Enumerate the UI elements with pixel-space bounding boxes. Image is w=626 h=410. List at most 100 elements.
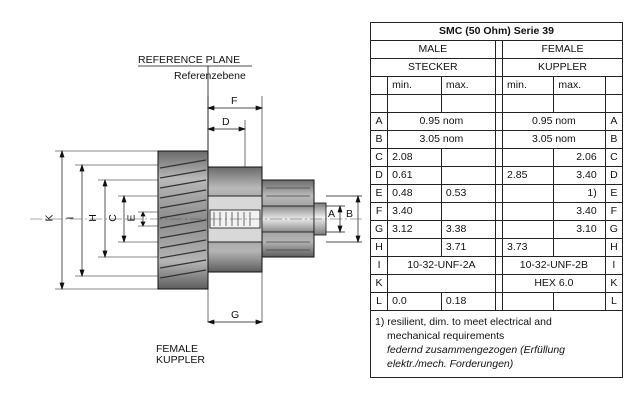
- row-key-right: A: [604, 112, 624, 131]
- male-min-value: 3.40: [387, 202, 442, 221]
- dim-f: [206, 105, 264, 111]
- table-minmax-row: min. max. min. max.: [369, 76, 624, 95]
- footnote-line3: federnd zusammengezogen (Erfüllung: [387, 344, 566, 356]
- row-key-right: K: [604, 274, 624, 293]
- dim-a: [326, 204, 345, 234]
- female-value: 0.95 nom: [502, 112, 606, 131]
- female-value: 3.05 nom: [502, 130, 606, 149]
- dim-label-a: A: [328, 208, 336, 220]
- female-header: FEMALE: [502, 40, 623, 59]
- female-min-value: 2.85: [502, 166, 555, 185]
- female-max-value: 1): [553, 184, 606, 203]
- row-key-left: L: [369, 292, 389, 311]
- table-title-row: SMC (50 Ohm) Serie 39: [370, 22, 623, 41]
- dim-label-h: H: [86, 214, 99, 222]
- female-value: HEX 6.0: [502, 274, 606, 293]
- footnote-line4: elektr./mech. Forderungen): [387, 358, 514, 370]
- male-min-value: 3.12: [387, 220, 442, 239]
- row-key-left: A: [369, 112, 389, 131]
- male-value: [387, 274, 496, 293]
- dim-g: [206, 319, 264, 325]
- male-header: MALE: [370, 40, 496, 59]
- male-max-value: 0.53: [440, 184, 496, 203]
- footnote-line1: 1) resilient, dim. to meet electrical an…: [375, 316, 552, 328]
- dim-label-e: E: [125, 214, 138, 222]
- row-key-left: D: [369, 166, 389, 185]
- row-key-right: B: [604, 130, 624, 149]
- row-key-left: E: [369, 184, 389, 203]
- male-max-value: [440, 202, 496, 221]
- row-key-right: I: [604, 256, 624, 275]
- row-key-right: L: [604, 292, 624, 311]
- dim-k: [59, 149, 65, 291]
- female-max-value: 3.10: [553, 220, 606, 239]
- drawing-caption-line1: FEMALE: [156, 343, 199, 355]
- male-value: 3.05 nom: [387, 130, 496, 149]
- male-min-value: 0.48: [387, 184, 442, 203]
- female-min-value: [502, 202, 555, 221]
- coupling-nut: [157, 150, 209, 290]
- male-min-header: min.: [387, 76, 442, 95]
- female-min-value: 3.73: [502, 238, 555, 257]
- dim-label-i: I: [64, 216, 77, 220]
- male-min-value: 0.61: [387, 166, 442, 185]
- male-min-value: 2.08: [387, 148, 442, 167]
- male-max-value: [440, 166, 496, 185]
- row-key-left: C: [369, 148, 389, 167]
- row-key-left: K: [369, 274, 389, 293]
- male-min-value: 0.0: [387, 292, 442, 311]
- male-max-value: [440, 148, 496, 167]
- dim-c: [121, 194, 127, 244]
- female-value: 10-32-UNF-2B: [502, 256, 606, 275]
- male-value: 10-32-UNF-2A: [387, 256, 496, 275]
- dim-d: [206, 126, 247, 132]
- table-gender-row: MALE FEMALE: [370, 40, 623, 59]
- female-max-value: 2.06: [553, 148, 606, 167]
- male-value: 0.95 nom: [387, 112, 496, 131]
- male-max-value: 3.71: [440, 238, 496, 257]
- table-note-row: 1) resilient, dim. to meet electrical an…: [370, 310, 623, 378]
- reference-plane-label-de: Referenzebene: [174, 70, 246, 82]
- drawing-caption-line2: KUPPLER: [156, 354, 206, 366]
- reference-plane-label: REFERENCE PLANE: [138, 54, 241, 66]
- row-key-left: G: [369, 220, 389, 239]
- row-key-right: E: [604, 184, 624, 203]
- female-max-value: 3.40: [553, 166, 606, 185]
- row-key-right: F: [604, 202, 624, 221]
- male-max-value: 0.18: [440, 292, 496, 311]
- dim-i: [79, 163, 85, 278]
- dim-label-g: G: [231, 309, 240, 321]
- dim-label-f: F: [231, 95, 238, 107]
- female-min-value: [502, 184, 555, 203]
- row-key-right: C: [604, 148, 624, 167]
- row-key-right: D: [604, 166, 624, 185]
- female-min-header: min.: [502, 76, 555, 95]
- dim-e: [140, 211, 146, 227]
- row-key-left: I: [369, 256, 389, 275]
- dim-h: [102, 178, 108, 259]
- male-max-header: max.: [440, 76, 496, 95]
- table-title: SMC (50 Ohm) Serie 39: [370, 22, 623, 41]
- dimension-table: SMC (50 Ohm) Serie 39 MALE FEMALE STECKE…: [369, 22, 624, 378]
- row-key-left: F: [369, 202, 389, 221]
- row-key-left: H: [369, 238, 389, 257]
- female-min-value: [502, 148, 555, 167]
- female-max-header: max.: [553, 76, 606, 95]
- male-header-de: STECKER: [370, 58, 496, 77]
- female-header-de: KUPPLER: [502, 58, 623, 77]
- dim-label-d: D: [222, 116, 230, 128]
- table-spacer-row: [369, 94, 624, 113]
- footnote-line2: mechanical requirements: [387, 330, 505, 342]
- male-max-value: 3.38: [440, 220, 496, 239]
- dim-label-c: C: [106, 214, 119, 222]
